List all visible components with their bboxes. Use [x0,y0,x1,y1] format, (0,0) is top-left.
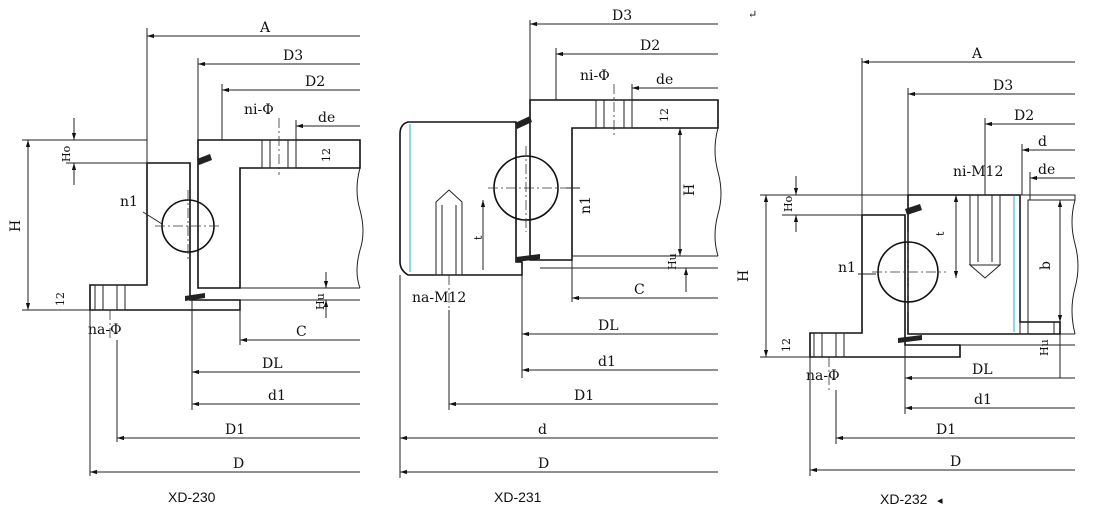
xd232-label-d1: d1 [974,392,992,408]
xd230-label-n1: n1 [120,194,138,210]
xd232-label-12: 12 [780,338,793,352]
drawing-xd-232: A D3 D2 d ni-M12 de H Ho 12 n1 [736,46,1079,507]
xd230-label-c: C [296,324,307,340]
xd232-label-n1: n1 [838,260,856,276]
xd231-dimensions: D3 D2 ni-Φ de 12 H t n1 Hu na-M12 C [399,8,718,478]
xd232-label-h: H [736,270,752,282]
xd230-label-D: D [233,456,244,472]
xd230-label-ni-phi: ni-Φ [244,102,274,118]
xd232-label-na-phi: na-Φ [806,368,840,384]
xd232-label-d2: D2 [1014,108,1034,124]
xd230-label-de: de [318,110,335,126]
xd232-dimensions: A D3 D2 d ni-M12 de H Ho 12 n1 [736,46,1075,476]
xd231-label-de: de [656,72,673,88]
xd231-label-na-m12: na-M12 [412,290,466,306]
xd230-label-h: H [8,220,24,232]
xd232-section [809,194,1079,358]
xd231-label-d3: D3 [612,8,632,24]
caption-xd-232: XD-232 [880,491,928,507]
xd232-label-ni-m12: ni-M12 [953,164,1003,180]
xd232-label-dl: DL [972,362,993,378]
xd231-label-D1: D1 [574,388,594,404]
xd230-label-na-phi: na-Φ [88,322,122,338]
drawing-xd-230: A D3 D2 ni-Φ de 12 H Ho 12 n1 na-Φ [8,20,364,505]
xd230-label-12-top: 12 [320,148,333,162]
xd232-label-D: D [950,454,961,470]
xd231-label-d1: d1 [598,354,616,370]
xd232-label-D1: D1 [936,422,956,438]
caption-mark: ◂ [937,494,943,507]
xd231-label-12: 12 [658,108,671,122]
xd230-label-a: A [259,20,271,36]
xd230-label-hu: Hu [314,293,327,310]
xd232-label-t: t [934,231,947,236]
xd230-dimensions: A D3 D2 ni-Φ de 12 H Ho 12 n1 na-Φ [8,20,360,476]
xd231-label-h: H [682,184,698,196]
xd230-label-d1: d1 [268,388,286,404]
xd231-label-dl: DL [598,318,619,334]
xd232-label-d3: D3 [993,78,1013,94]
xd230-label-d3: D3 [283,48,303,64]
xd230-label-ho: Ho [60,145,73,162]
return-mark: ↵ [748,8,757,21]
xd231-section [399,99,722,276]
xd232-label-ho: Ho [782,195,795,212]
xd231-label-n1: n1 [578,196,594,214]
xd231-label-D: D [538,456,549,472]
xd231-label-hu: Hu [666,253,679,270]
xd231-label-ni-phi: ni-Φ [580,68,610,84]
xd230-label-d2: D2 [305,74,325,90]
drawing-xd-231: D3 D2 ni-Φ de 12 H t n1 Hu na-M12 C [399,8,757,505]
xd232-label-de: de [1038,162,1055,178]
xd232-label-hu: Hu [1038,339,1051,356]
xd232-label-d: d [1038,134,1047,150]
xd230-section [89,139,364,311]
caption-xd-230: XD-230 [168,489,216,505]
xd232-label-b: b [1038,261,1054,270]
xd231-label-d: d [538,422,547,438]
xd230-label-12-bottom: 12 [54,292,67,306]
xd231-label-t: t [472,235,485,240]
xd232-label-a: A [971,46,983,62]
xd231-label-c: C [634,282,645,298]
xd230-label-dl: DL [262,356,283,372]
xd230-label-D1: D1 [225,422,245,438]
xd231-label-d2: D2 [640,38,660,54]
caption-xd-231: XD-231 [494,489,542,505]
